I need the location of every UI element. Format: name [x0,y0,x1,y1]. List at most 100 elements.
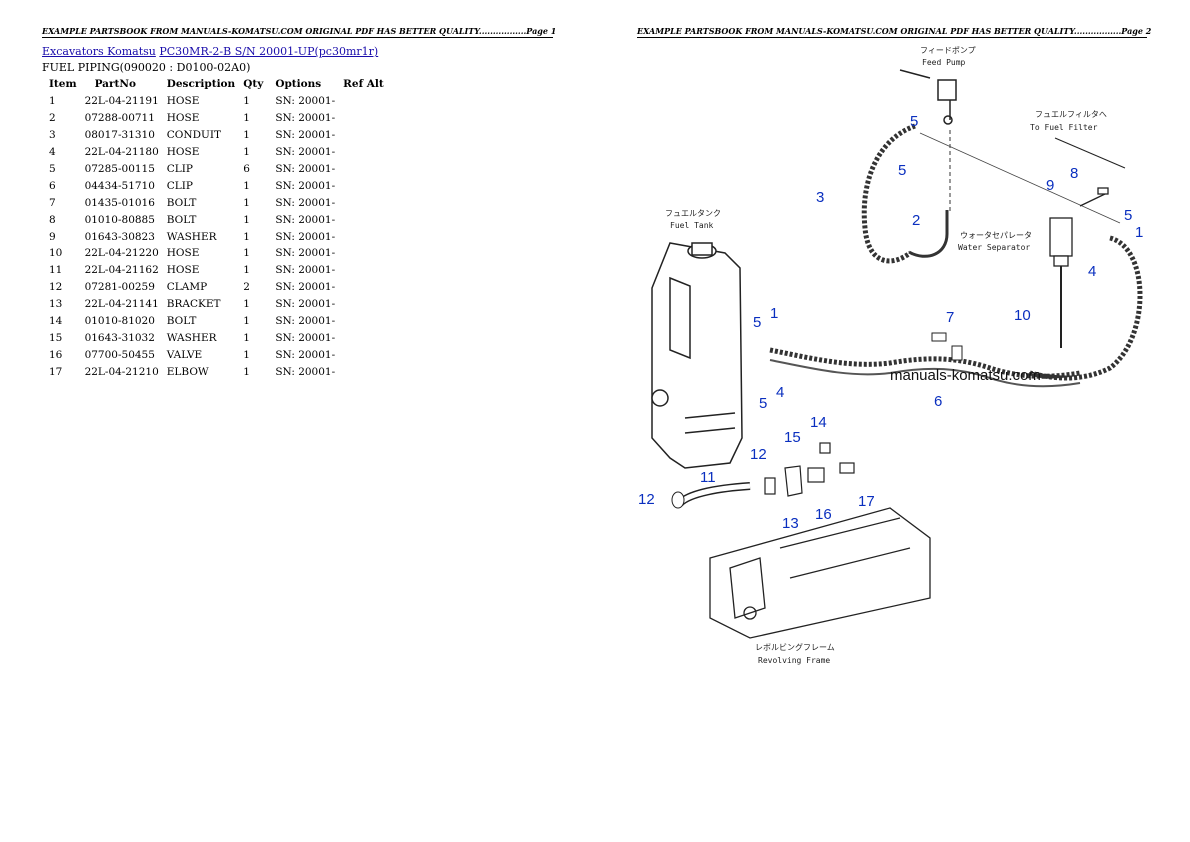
breadcrumb: Excavators Komatsu PC30MR-2-B S/N 20001-… [42,45,378,58]
cell-item: 10 [49,247,63,260]
callout-1-tank: 1 [770,305,778,322]
cell-item: 6 [49,179,56,192]
cell-qty: 1 [243,365,250,378]
cell-description: HOSE [166,95,200,108]
cell-partno: 01643-30823 [84,230,155,243]
cell-partno: 07281-00259 [84,281,155,294]
feed-pump-label-en: Feed Pump [922,58,966,67]
col-description: Description [166,78,236,90]
cell-description: HOSE [166,247,200,260]
cell-description: WASHER [166,331,217,344]
cell-refalt [339,329,388,346]
callout-11: 11 [700,469,716,486]
cell-qty: 1 [243,315,250,328]
callout-2: 2 [912,212,920,229]
cell-partno: 01435-01016 [84,196,155,209]
callout-6: 6 [934,393,942,410]
cell-partno: 07288-00711 [84,112,155,125]
cell-item: 16 [49,348,63,361]
cell-partno: 01643-31032 [84,331,155,344]
conduit-hose-3 [861,123,916,264]
cell-refalt [339,346,388,363]
cell-description: WASHER [166,230,217,243]
callout-9: 9 [1046,177,1054,194]
callout-1-right: 1 [1135,224,1143,241]
cell-refalt [339,93,388,110]
cell-description: BRACKET [166,298,221,311]
cell-partno: 22L-04-21141 [84,298,159,311]
revolving-frame [709,507,931,639]
cell-partno: 07700-50455 [84,348,155,361]
cell-refalt [339,127,388,144]
parts-table: Item PartNo Description Qty Options Ref … [45,76,388,380]
breadcrumb-link-model[interactable]: PC30MR-2-B S/N 20001-UP(pc30mr1r) [159,45,379,58]
cell-item: 8 [49,213,56,226]
water-separator-label-jp: ウォータセパレータ [960,231,1032,240]
cell-options: SN: 20001- [275,281,336,294]
cell-qty: 1 [243,129,250,142]
cell-item: 3 [49,129,56,142]
cell-item: 11 [49,264,63,277]
col-refalt: Ref Alt [343,78,384,90]
cell-options: SN: 20001- [275,213,336,226]
col-qty: Qty [243,78,264,90]
cell-qty: 1 [243,264,250,277]
page1-header: EXAMPLE PARTSBOOK FROM MANUALS-KOMATSU.C… [42,26,557,38]
clip-6 [951,345,963,361]
cell-item: 17 [49,365,63,378]
callout-13: 13 [782,515,799,532]
cell-options: SN: 20001- [275,348,336,361]
cell-qty: 1 [243,146,250,159]
breadcrumb-link-category[interactable]: Excavators Komatsu [42,45,156,58]
cell-refalt [339,279,388,296]
cell-description: CONDUIT [166,129,222,142]
cell-description: ELBOW [166,365,209,378]
fuel-tank-label-jp: フュエルタンク [665,209,721,218]
col-item: Item [49,78,77,90]
cell-item: 7 [49,196,56,209]
callout-12-left: 12 [638,491,655,508]
cell-options: SN: 20001- [275,331,336,344]
cell-refalt [339,228,388,245]
callout-14: 14 [810,414,827,431]
cell-description: BOLT [166,315,197,328]
callout-3: 3 [816,189,824,206]
cell-item: 9 [49,230,56,243]
cell-qty: 1 [243,230,250,243]
col-partno: PartNo [94,78,136,90]
cell-item: 4 [49,146,56,159]
main-hose [769,347,1081,379]
cell-description: CLAMP [166,281,208,294]
cell-item: 13 [49,298,63,311]
callout-4-tank: 4 [776,384,784,401]
cell-options: SN: 20001- [275,95,336,108]
cell-qty: 1 [243,348,250,361]
cell-item: 5 [49,163,56,175]
cell-qty: 1 [243,213,250,226]
feed-pump [899,69,957,125]
callout-4-right: 4 [1088,263,1096,280]
cell-options: SN: 20001- [275,315,336,328]
callout-17: 17 [858,493,875,510]
callout-5-top: 5 [910,113,918,130]
callout-12-right: 12 [750,446,767,463]
cell-qty: 6 [243,163,250,175]
cell-options: SN: 20001- [275,230,336,243]
cell-qty: 1 [243,95,250,108]
page2-header: EXAMPLE PARTSBOOK FROM MANUALS-KOMATSU.C… [637,26,1152,38]
callout-10: 10 [1014,307,1031,324]
cell-description: CLIP [166,163,193,175]
cell-qty: 1 [243,179,250,192]
cell-options: SN: 20001- [275,264,336,277]
cell-partno: 01010-80885 [84,213,155,226]
